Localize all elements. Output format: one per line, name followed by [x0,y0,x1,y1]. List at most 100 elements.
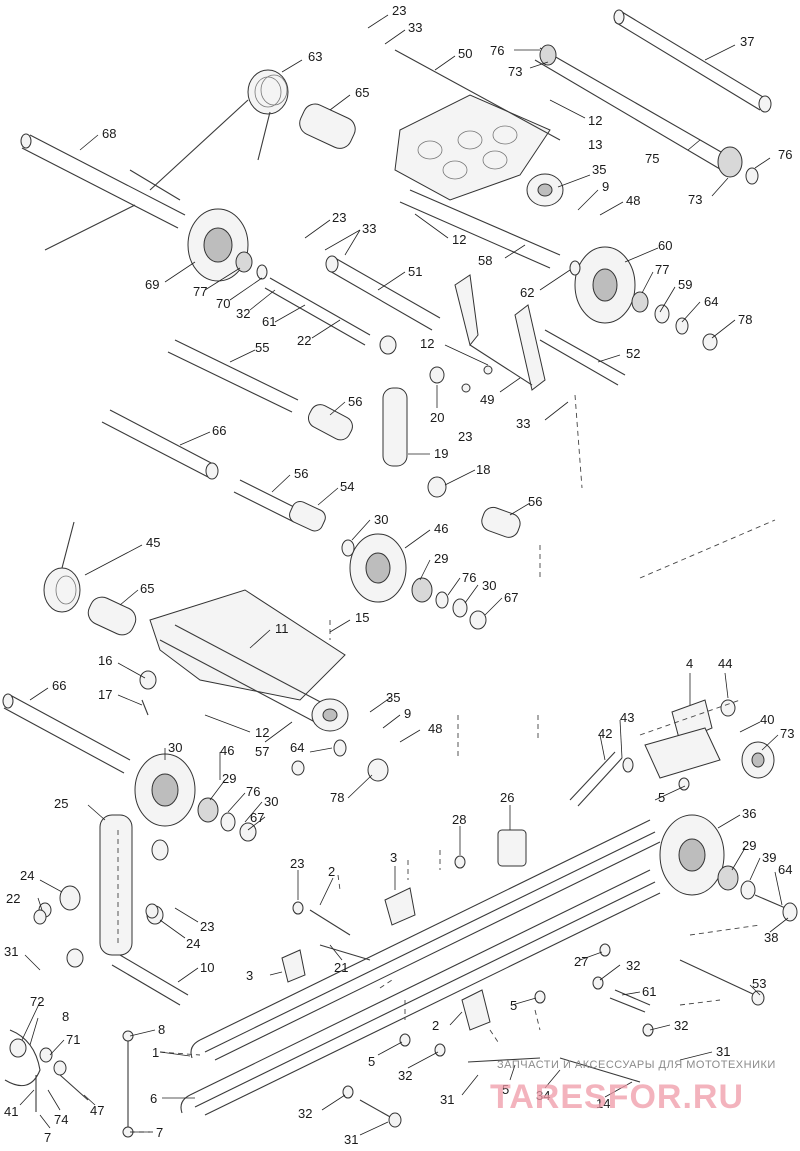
callout-label: 5 [658,790,665,805]
callout-label: 13 [588,137,602,152]
callout-label: 5 [368,1054,375,1069]
callout-label: 4 [686,656,693,671]
callout-label: 48 [626,193,640,208]
callout-label: 32 [298,1106,312,1121]
watermark-tagline: ЗАПЧАСТИ И АКСЕССУАРЫ ДЛЯ МОТОТЕХНИКИ [497,1059,776,1071]
callout-label: 64 [704,294,718,309]
callout-label: 30 [264,794,278,809]
callout-label: 33 [408,20,422,35]
callout-label: 28 [452,812,466,827]
callout-label: 36 [742,806,756,821]
callout-label: 8 [158,1022,165,1037]
idler-wheel-part [134,739,389,842]
callout-label: 65 [355,85,369,100]
callout-label: 67 [504,590,518,605]
callout-label: 52 [626,346,640,361]
callout-label: 60 [658,238,672,253]
callout-label: 61 [262,314,276,329]
callout-label: 3 [246,968,253,983]
callout-label: 68 [102,126,116,141]
watermark: ЗАПЧАСТИ И АКСЕССУАРЫ ДЛЯ МОТОТЕХНИКИ TA… [490,1059,776,1116]
hardware-parts [33,670,765,1128]
callout-label: 22 [6,891,20,906]
callout-label: 3 [390,850,397,865]
callout-label: 39 [762,850,776,865]
callout-label: 65 [140,581,154,596]
drive-wheel-part [539,246,718,386]
callout-label: 7 [156,1125,163,1140]
callout-label: 35 [386,690,400,705]
callout-label: 73 [688,192,702,207]
spacer-part [382,366,521,538]
callout-label: 12 [588,113,602,128]
callout-label: 53 [752,976,766,991]
callout-label: 56 [294,466,308,481]
callout-label: 24 [20,868,34,883]
callout-label: 62 [520,285,534,300]
callout-label: 30 [482,578,496,593]
callout-label: 21 [334,960,348,975]
callout-label: 76 [462,570,476,585]
callout-label: 56 [348,394,362,409]
callout-label: 37 [740,34,754,49]
callout-label: 30 [374,512,388,527]
leader-lines [19,14,789,1136]
callout-label: 75 [645,151,659,166]
callout-label: 23 [392,3,406,18]
front-arm-part [38,814,189,1006]
callout-label: 40 [760,712,774,727]
callout-label: 76 [246,784,260,799]
callout-label: 29 [222,771,236,786]
callout-label: 32 [626,958,640,973]
callout-label: 11 [275,621,289,636]
callout-label: 64 [778,862,792,877]
callout-label: 22 [297,333,311,348]
callout-label: 74 [54,1112,68,1127]
callout-label: 29 [742,838,756,853]
callout-label: 12 [255,725,269,740]
callout-label: 71 [66,1032,80,1047]
callout-label: 19 [434,446,448,461]
callout-label: 23 [458,429,472,444]
callout-label: 73 [780,726,794,741]
callout-label: 49 [480,392,494,407]
callout-label: 55 [255,340,269,355]
callout-label: 2 [432,1018,439,1033]
callout-label: 61 [642,984,656,999]
callout-label: 43 [620,710,634,725]
shaft-part [325,255,441,331]
callout-label: 8 [62,1009,69,1024]
callout-label: 33 [362,221,376,236]
callout-label: 78 [330,790,344,805]
idler-wheel-part [289,500,487,630]
callout-label: 76 [490,43,504,58]
callout-label: 34 [536,1088,550,1103]
long-shaft-part [20,133,186,251]
callout-label: 1 [152,1045,159,1060]
callout-label: 47 [90,1103,104,1118]
torsion-spring-part [149,69,289,191]
callout-label: 9 [602,179,609,194]
callout-label: 32 [398,1068,412,1083]
callout-label: 18 [476,462,490,477]
wheel-part [187,208,397,355]
rear-arm-part [43,521,349,732]
callout-label: 10 [200,960,214,975]
callout-label: 58 [478,253,492,268]
shaft-part [2,693,131,774]
callout-label: 25 [54,796,68,811]
callout-label: 17 [98,687,112,702]
callout-label: 46 [220,743,234,758]
callout-label: 70 [216,296,230,311]
callout-label: 14 [596,1096,610,1111]
link-parts [4,1029,134,1138]
callout-label: 32 [236,306,250,321]
callout-label: 72 [30,994,44,1009]
callout-labels: 23 33 50 76 73 37 63 65 12 13 68 35 9 48… [4,3,794,1147]
bracket-part [454,274,546,393]
rear-wheel-part [659,814,798,922]
callout-label: 77 [655,262,669,277]
callout-label: 31 [4,944,18,959]
callout-label: 26 [500,790,514,805]
